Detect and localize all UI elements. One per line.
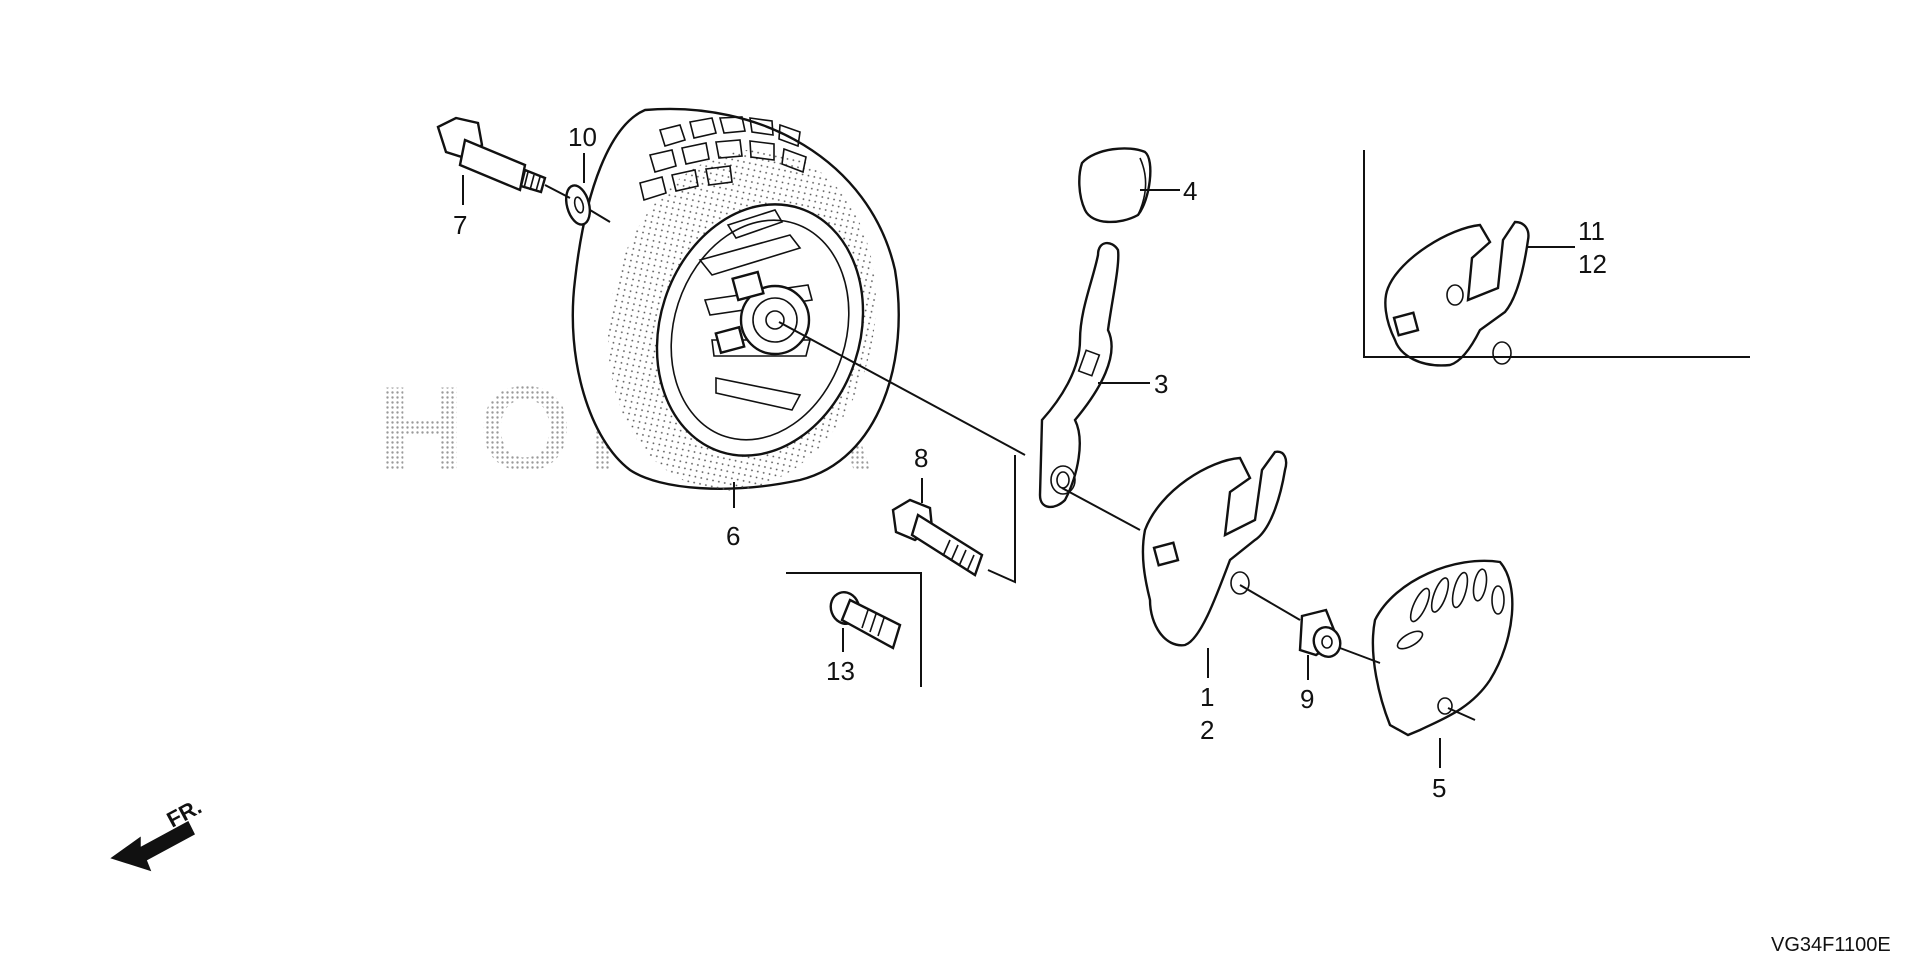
- callout-2: 2: [1200, 715, 1214, 745]
- callout-9: 9: [1300, 684, 1314, 714]
- inset-plate-part[interactable]: [1384, 220, 1530, 367]
- height-plate-part[interactable]: [1141, 450, 1288, 647]
- knob-cap-part[interactable]: [1078, 147, 1152, 224]
- arrow-front-icon: FR.: [110, 794, 206, 872]
- inset-frame-right: [1363, 150, 1750, 358]
- bolt-13-part[interactable]: [826, 588, 902, 650]
- diagram-code: VG34F1100E: [1771, 934, 1891, 956]
- callout-13: 13: [826, 656, 855, 686]
- callout-12: 12: [1578, 249, 1607, 279]
- leader-lines: [462, 153, 1575, 768]
- callout-4: 4: [1183, 176, 1197, 206]
- callout-6: 6: [726, 521, 740, 551]
- callout-10: 10: [568, 122, 597, 152]
- callout-3: 3: [1154, 369, 1168, 399]
- cover-plate-part[interactable]: [1371, 559, 1514, 737]
- flange-bolt-part[interactable]: [891, 498, 984, 577]
- callout-11: 11: [1578, 216, 1605, 246]
- collar-part[interactable]: [1298, 608, 1344, 661]
- wheel-bolt-part[interactable]: [436, 116, 547, 194]
- inset-frame-left: [786, 572, 922, 687]
- callout-5: 5: [1432, 773, 1446, 803]
- callout-7: 7: [453, 210, 467, 240]
- callout-8: 8: [914, 443, 928, 473]
- front-direction-label: FR.: [163, 794, 206, 833]
- washer-part[interactable]: [562, 183, 594, 227]
- height-lever-part[interactable]: [1038, 241, 1120, 509]
- callout-1: 1: [1200, 682, 1214, 712]
- wheel-part[interactable]: [571, 107, 907, 516]
